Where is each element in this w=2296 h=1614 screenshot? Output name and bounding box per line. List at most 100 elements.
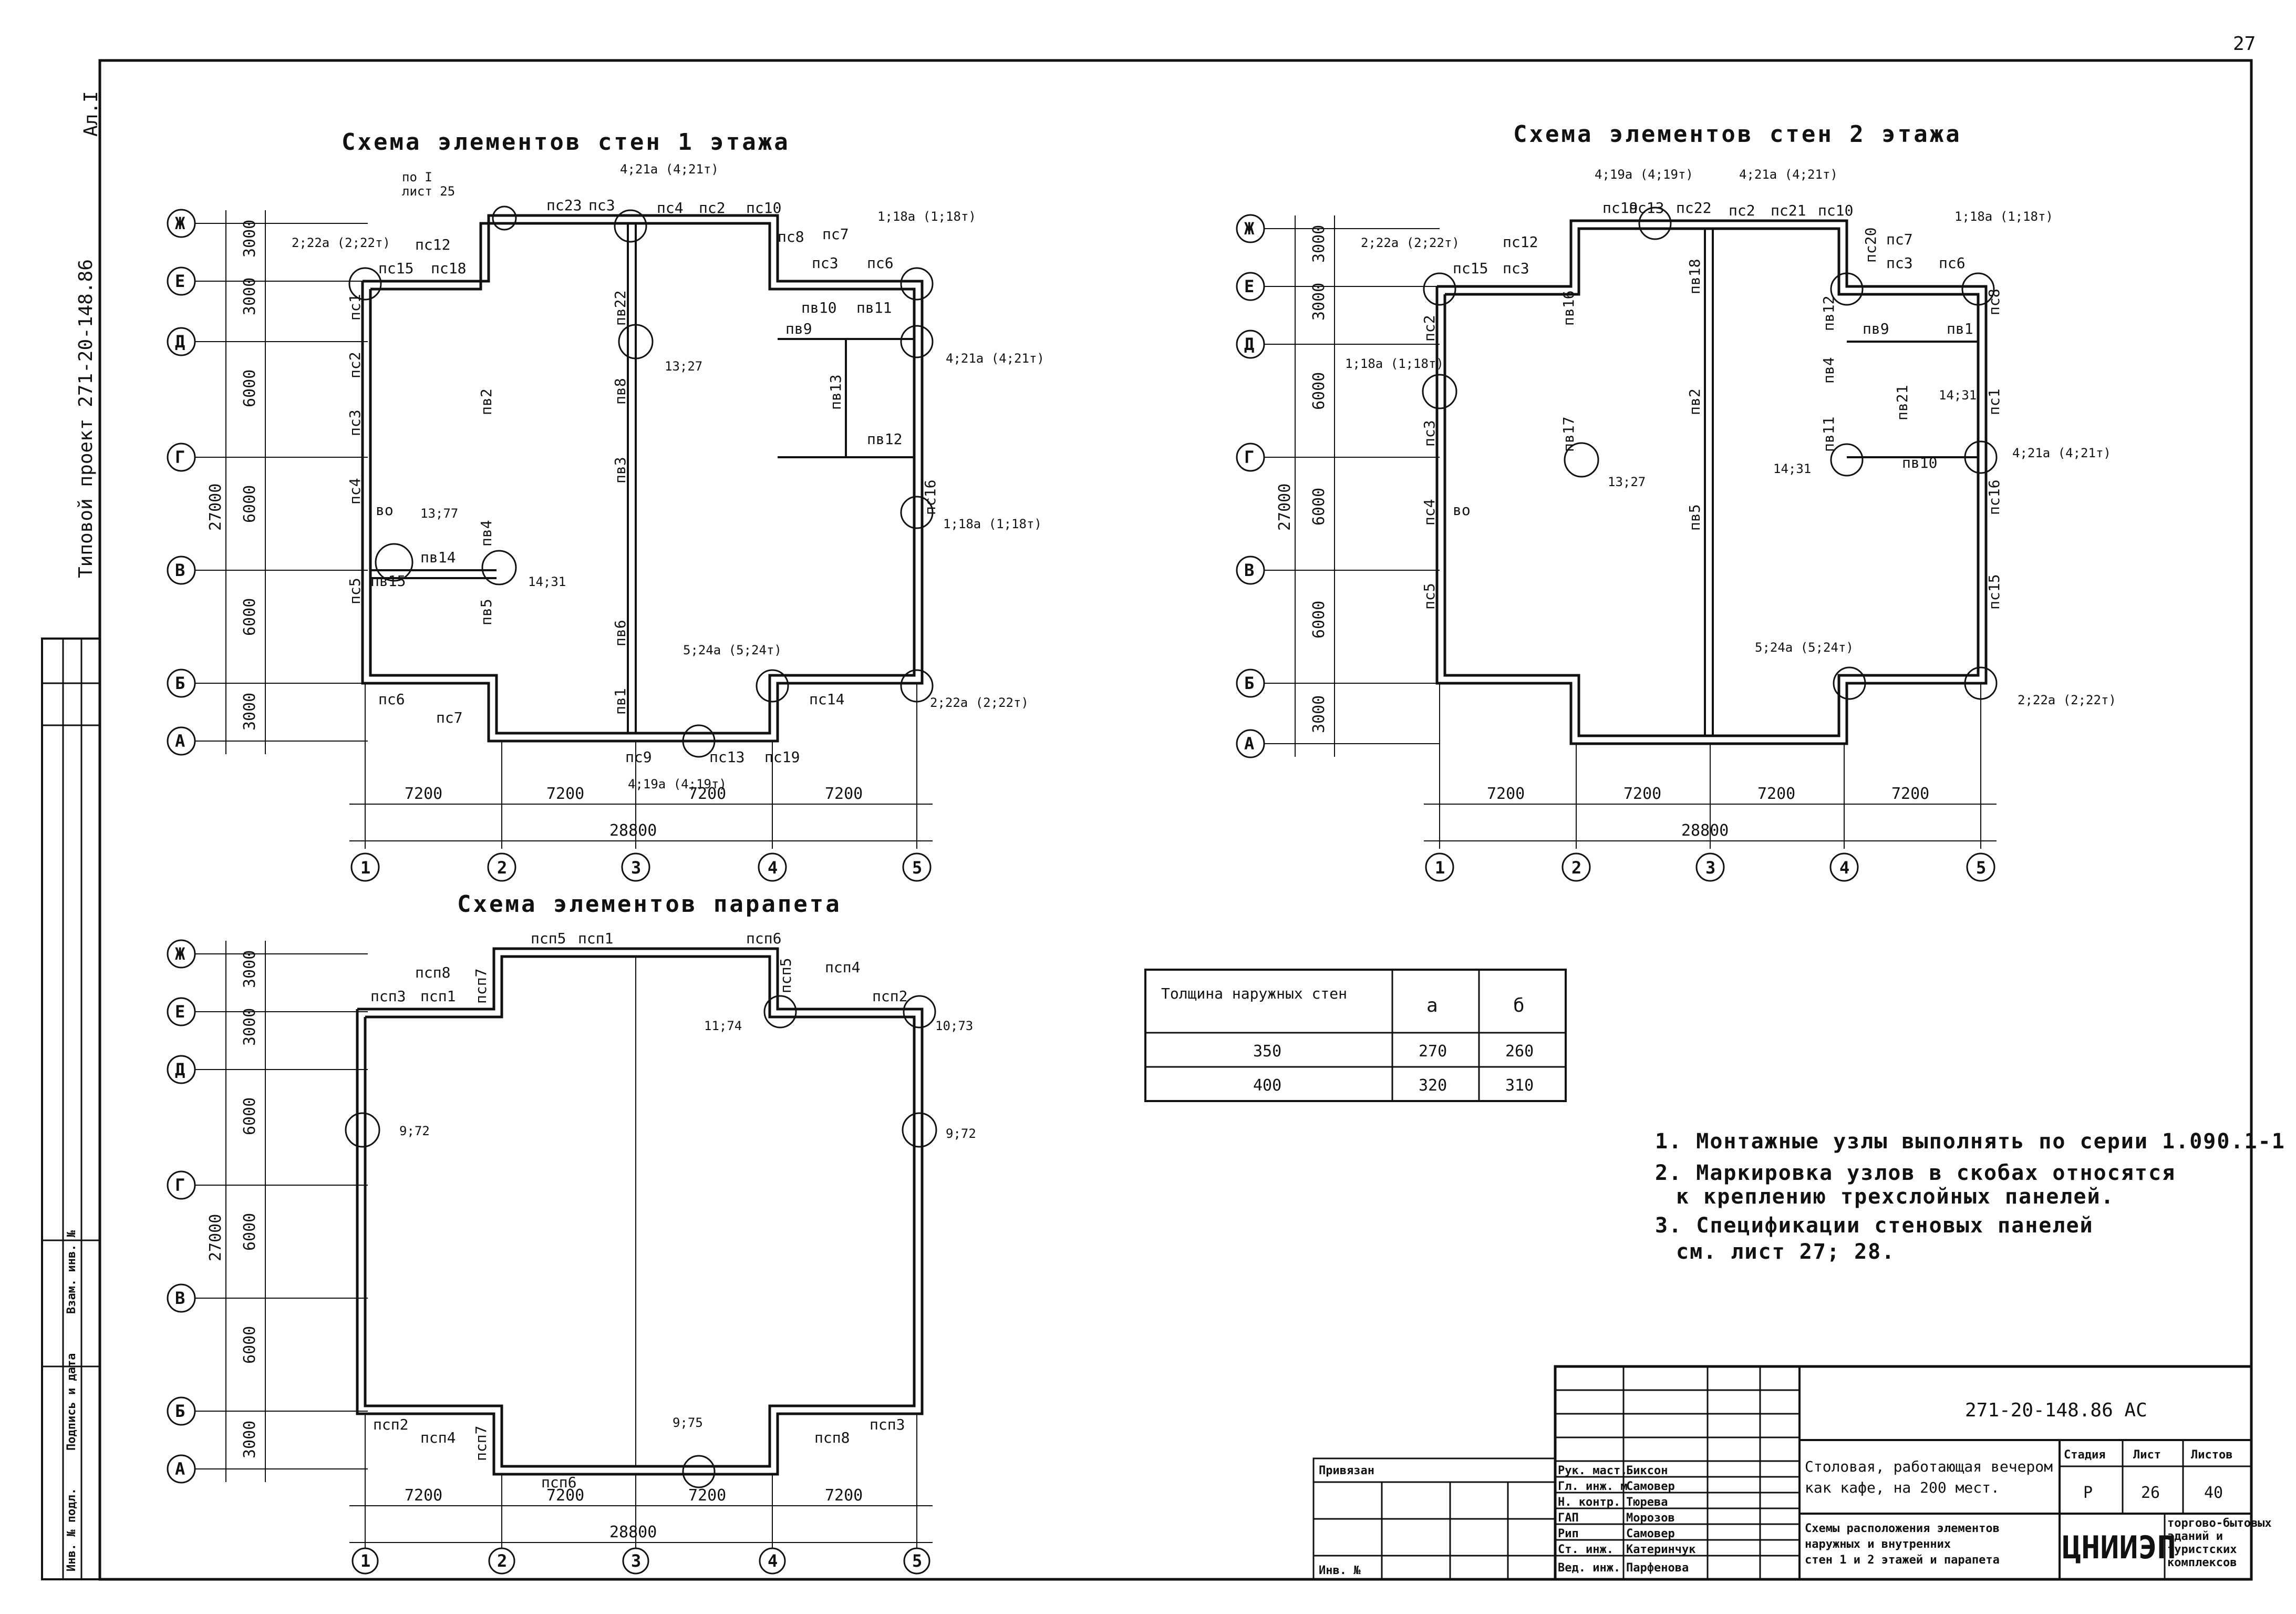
p3-caxis: 4 xyxy=(768,1551,778,1571)
org-sub: туристских xyxy=(2167,1543,2237,1556)
doc-code: 271-20-148.86 АС xyxy=(1965,1400,2147,1421)
p3-node: 10;73 xyxy=(935,1019,973,1033)
p2-lbl: пс15 xyxy=(1985,574,2003,610)
org-sub: торгово-бытовых xyxy=(2167,1517,2272,1530)
p2-rdim: 3000 xyxy=(1310,695,1328,733)
name: Морозов xyxy=(1626,1512,1675,1525)
p2-lbl: пв4 xyxy=(1820,357,1837,384)
p1-lbl: пв11 xyxy=(856,299,892,316)
p1-node: 4;21а (4;21т) xyxy=(946,351,1044,366)
p1-node: 14;31 xyxy=(528,574,566,589)
p2-node: 2;22а (2;22т) xyxy=(1361,235,1460,250)
p1-rdim-0: 3000 xyxy=(241,220,259,258)
p2-node: 2;22а (2;22т) xyxy=(2018,693,2116,707)
p3-node: 9;72 xyxy=(399,1124,430,1138)
p2-node: 4;21а (4;21т) xyxy=(2012,446,2111,460)
plan-3: Схема элементов парапета Ж Е Д Г В Б А 3… xyxy=(167,891,976,1575)
p1-lbl: пс16 xyxy=(922,480,939,515)
p1-lbl: пс12 xyxy=(415,236,450,253)
p2-lbl: пс5 xyxy=(1421,583,1438,610)
p1-lbl: пв8 xyxy=(612,378,629,405)
p1-lbl: пс2 xyxy=(346,352,364,378)
plan-2: Схема элементов стен 2 этажа Ж Е Д Г В Б… xyxy=(1236,121,2116,882)
p2-node: 1;18а (1;18т) xyxy=(1954,209,2053,224)
p2-lbl: пс6 xyxy=(1939,254,1966,272)
p2-node: 1;18а (1;18т) xyxy=(1345,356,1444,371)
stage-header: Стадия xyxy=(2064,1448,2105,1462)
p3-axis: Г xyxy=(175,1175,185,1195)
p2-lbl: пв9 xyxy=(1863,320,1889,337)
p2-lbl: пс21 xyxy=(1771,202,1806,219)
project-side-label: Типовой проект 271-20-148.86 xyxy=(75,259,97,578)
plan2-title: Схема элементов стен 2 этажа xyxy=(1513,121,1962,148)
p1-node: 2;22а (2;22т) xyxy=(930,695,1029,710)
p1-lbl: пв9 xyxy=(785,320,812,337)
p1-lbl: пс9 xyxy=(625,748,652,766)
p2-node: 5;24а (5;24т) xyxy=(1755,640,1854,655)
table-cell: 310 xyxy=(1505,1076,1534,1095)
p1-axis-Е: Е xyxy=(175,271,185,291)
p3-axis: Д xyxy=(175,1060,185,1080)
p1-lbl: пс10 xyxy=(746,199,781,217)
p2-node: 14;31 xyxy=(1939,388,1977,403)
p1-cdim: 7200 xyxy=(825,785,863,803)
p1-lbl: пс19 xyxy=(764,748,800,766)
p3-node: 11;74 xyxy=(704,1019,742,1033)
p2-axis: Д xyxy=(1244,334,1254,354)
p2-lbl: пс7 xyxy=(1886,231,1913,248)
p1-cdim: 7200 xyxy=(688,785,726,803)
note-2b: к креплению трехслойных панелей. xyxy=(1676,1185,2115,1209)
p2-lbl: пв2 xyxy=(1686,388,1703,415)
p1-node: 4;21а (4;21т) xyxy=(620,162,719,177)
p3-rdim: 6000 xyxy=(241,1097,259,1135)
p1-lbl: во xyxy=(376,501,394,519)
p3-lbl: пcп8 xyxy=(415,964,450,981)
p1-axis-Д: Д xyxy=(175,332,185,352)
thickness-table: Толщина наружных стен а б 350 270 260 40… xyxy=(1144,969,1567,1102)
p2-lbl: пв16 xyxy=(1560,291,1577,326)
p2-lbl: во xyxy=(1453,501,1471,519)
p1-lbl: пс15 xyxy=(378,260,413,277)
name: Тюрева xyxy=(1626,1496,1668,1509)
p3-lbl: пcп8 xyxy=(814,1429,850,1446)
p1-axis-Ж: Ж xyxy=(175,213,185,233)
p2-node: 4;19а (4;19т) xyxy=(1595,167,1693,182)
p3-rdim: 3000 xyxy=(241,1008,259,1046)
plan-1: Схема элементов стен 1 этажа Ж Е Д Г В Б… xyxy=(167,129,1044,882)
p1-cdim: 7200 xyxy=(405,785,442,803)
p2-lbl: пв12 xyxy=(1820,296,1837,331)
p3-axis: В xyxy=(175,1288,185,1308)
p1-lbl: пв10 xyxy=(801,299,836,316)
table-header-b: б xyxy=(1513,995,1525,1016)
left-stamp: Инв. № подл. Подпись и дата Взам. инв. № xyxy=(41,638,101,1580)
table-cell: 320 xyxy=(1419,1076,1447,1095)
p3-lbl: пcп2 xyxy=(373,1416,408,1433)
p2-caxis: 3 xyxy=(1705,858,1715,878)
p2-axis: А xyxy=(1244,734,1254,754)
p1-lbl: пс7 xyxy=(822,225,849,243)
plan3-title: Схема элементов парапета xyxy=(457,891,842,918)
p1-lbl: пс13 xyxy=(709,748,744,766)
page-number: 27 xyxy=(2233,33,2256,55)
p3-lbl: пcп4 xyxy=(420,1429,456,1446)
p1-rdim-4: 6000 xyxy=(241,598,259,636)
p1-rtotal: 27000 xyxy=(206,484,225,531)
p2-node: 13;27 xyxy=(1608,475,1646,489)
p1-node: 13;27 xyxy=(665,359,702,374)
p1-axis-В: В xyxy=(175,560,185,580)
p2-lbl: пс16 xyxy=(1985,480,2003,515)
name: Парфенова xyxy=(1626,1561,1689,1575)
p2-lbl: пс20 xyxy=(1862,228,1879,263)
p1-lbl: пв15 xyxy=(370,572,406,590)
p1-lbl: пс3 xyxy=(588,197,615,214)
note-1: 1. Монтажные узлы выполнять по серии 1.0… xyxy=(1655,1129,2296,1154)
p3-axis: А xyxy=(175,1459,185,1479)
p1-lbl: пв4 xyxy=(478,520,495,547)
p2-caxis: 2 xyxy=(1571,858,1581,878)
org-sub: зданий и xyxy=(2167,1530,2223,1543)
p3-cdim: 7200 xyxy=(825,1486,863,1505)
p2-lbl: пс4 xyxy=(1421,499,1438,526)
table-header-a: а xyxy=(1426,995,1438,1016)
p3-lbl: пcп4 xyxy=(825,959,860,976)
